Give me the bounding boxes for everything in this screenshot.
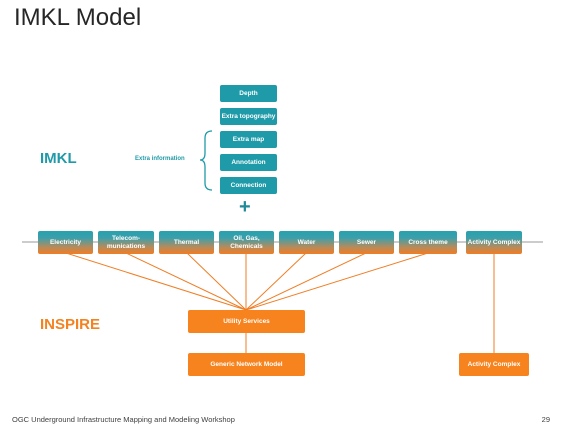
theme-telecommunications: Telecom-munications	[98, 231, 154, 254]
extra-info-brace	[199, 130, 213, 191]
inspire-label: INSPIRE	[40, 316, 101, 333]
box-generic-network-model: Generic Network Model	[188, 353, 305, 376]
theme-oil-gas-chemicals: Oil, Gas, Chemicals	[219, 231, 274, 254]
theme-to-utility-lines	[65, 252, 495, 353]
theme-thermal: Thermal	[159, 231, 214, 254]
theme-activity-complex: Activity Complex	[466, 231, 522, 254]
theme-sewer: Sewer	[339, 231, 394, 254]
theme-cross-theme: Cross theme	[399, 231, 457, 254]
box-annotation: Annotation	[220, 154, 277, 171]
imkl-label: IMKL	[40, 150, 77, 167]
box-connection: Connection	[220, 177, 277, 194]
box-depth: Depth	[220, 85, 277, 102]
extra-information-label: Extra information	[135, 156, 185, 162]
theme-water: Water	[279, 231, 334, 254]
theme-electricity: Electricity	[38, 231, 93, 254]
box-extra-topography: Extra topography	[220, 108, 277, 125]
box-activity-complex: Activity Complex	[459, 353, 529, 376]
box-extra-map: Extra map	[220, 131, 277, 148]
page-number: 29	[541, 415, 550, 424]
slide-title: IMKL Model	[14, 4, 142, 31]
footer-text: OGC Underground Infrastructure Mapping a…	[12, 415, 235, 424]
plus-sign: +	[239, 196, 251, 218]
box-utility-services: Utility Services	[188, 310, 305, 333]
